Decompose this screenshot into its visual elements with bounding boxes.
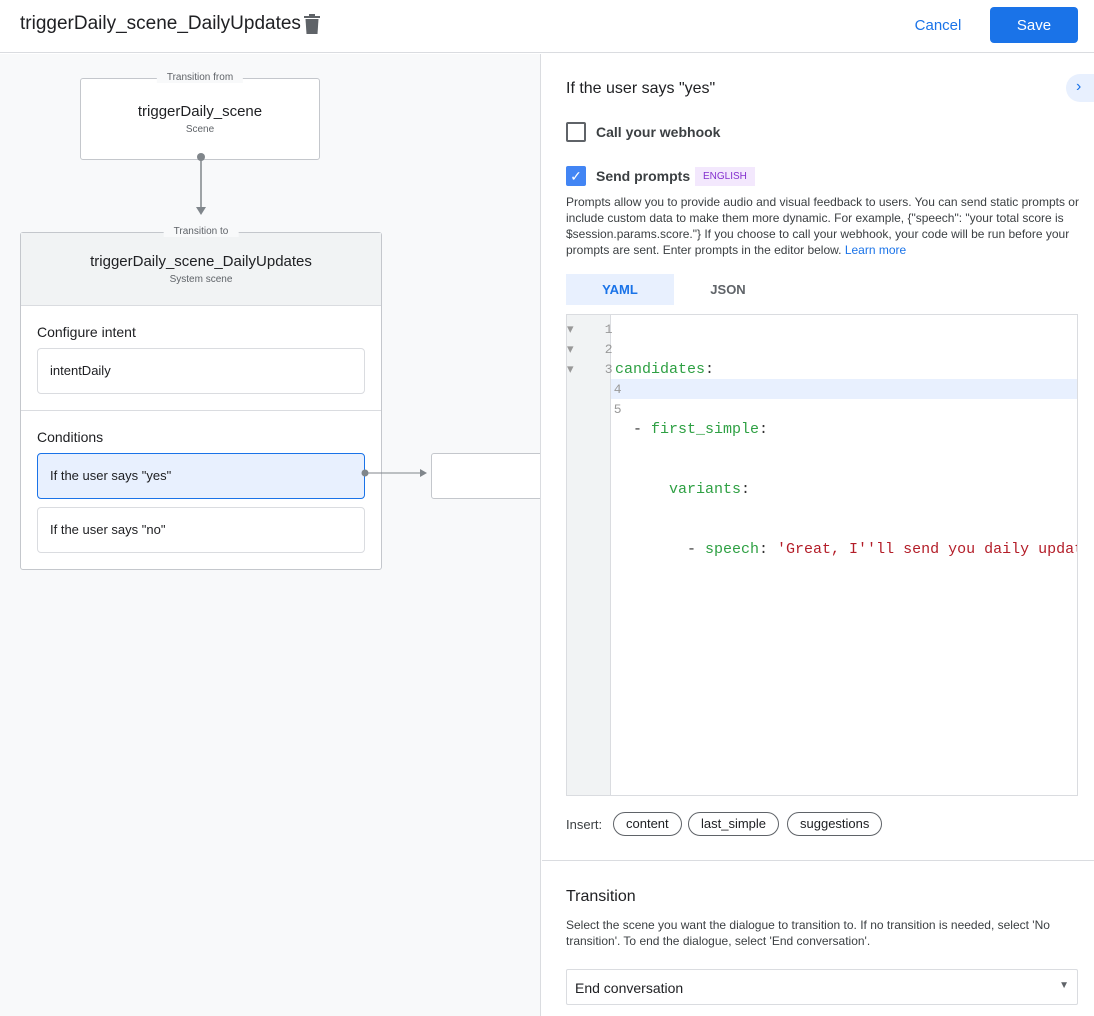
transition-arrow <box>196 153 206 215</box>
from-scene-type: Scene <box>185 124 215 135</box>
code-content[interactable]: candidates: - first_simple: variants: - … <box>615 320 1078 660</box>
save-button[interactable]: Save <box>990 7 1078 43</box>
transition-heading: Transition <box>566 888 636 905</box>
line-numbers: ▾ 1 ▾ 2 ▾ 3 4 5 <box>567 322 622 417</box>
code-editor[interactable]: ▾ 1 ▾ 2 ▾ 3 4 5 candidates: - first_simp… <box>566 314 1078 796</box>
insert-chip-content[interactable]: content <box>613 812 682 836</box>
description-text: Prompts allow you to provide audio and v… <box>566 195 1079 257</box>
to-scene-name: triggerDaily_scene_DailyUpdates <box>90 253 312 270</box>
code-line-4: - speech: 'Great, I''ll send you daily u… <box>615 541 1078 558</box>
dropdown-arrow-icon: ▼ <box>1059 980 1069 991</box>
tab-json[interactable]: JSON <box>710 282 746 297</box>
page-title: triggerDaily_scene_DailyUpdates <box>20 13 301 34</box>
condition-arrow <box>361 469 427 477</box>
configure-intent-section: Configure intent intentDaily <box>21 306 381 411</box>
fold-icon[interactable]: ▾ <box>567 342 574 357</box>
flow-canvas: Transition from triggerDaily_scene Scene… <box>0 54 541 1016</box>
conditions-heading: Conditions <box>37 429 104 445</box>
code-line-3: variants: <box>669 481 751 498</box>
condition-yes[interactable]: If the user says "yes" <box>37 453 365 499</box>
webhook-checkbox[interactable] <box>566 122 586 142</box>
cancel-button[interactable]: Cancel <box>905 8 971 42</box>
prompts-description: Prompts allow you to provide audio and v… <box>566 194 1080 258</box>
configure-intent-heading: Configure intent <box>37 324 136 340</box>
learn-more-link[interactable]: Learn more <box>844 243 907 257</box>
panel-heading: If the user says "yes" <box>566 80 716 97</box>
transition-from-legend: Transition from <box>156 72 244 83</box>
scene-header[interactable]: Transition to triggerDaily_scene_DailyUp… <box>21 226 381 306</box>
transition-select-value: End conversation <box>575 980 684 996</box>
divider <box>542 860 1094 861</box>
condition-panel: › If the user says "yes" Call your webho… <box>542 54 1094 1016</box>
editor-gutter <box>567 315 611 795</box>
insert-chip-last-simple[interactable]: last_simple <box>688 812 780 836</box>
from-scene-name: triggerDaily_scene <box>137 103 263 120</box>
tab-yaml[interactable]: YAML <box>566 274 674 305</box>
trash-icon[interactable] <box>304 14 320 34</box>
fold-icon[interactable]: ▾ <box>567 322 574 337</box>
collapse-panel-chevron-icon[interactable]: › <box>1066 74 1094 102</box>
insert-chip-suggestions[interactable]: suggestions <box>787 812 883 836</box>
language-badge: ENGLISH <box>695 167 755 186</box>
send-prompts-label: Send prompts <box>596 168 691 184</box>
transition-to-card: Transition to triggerDaily_scene_DailyUp… <box>20 226 382 570</box>
send-prompts-checkbox-check-icon[interactable]: ✓ <box>566 166 586 186</box>
transition-select[interactable]: End conversation ▼ <box>566 969 1078 1005</box>
code-line-5 <box>615 600 1077 620</box>
code-line-2: - first_simple: <box>615 421 769 438</box>
insert-label: Insert: <box>566 817 603 832</box>
header: triggerDaily_scene_DailyUpdates Cancel S… <box>0 0 1094 53</box>
empty-target-card[interactable] <box>431 453 540 499</box>
to-scene-type: System scene <box>169 274 233 285</box>
fold-icon[interactable]: ▾ <box>567 362 574 377</box>
condition-no[interactable]: If the user says "no" <box>37 507 365 553</box>
conditions-section: Conditions If the user says "yes" If the… <box>21 411 381 569</box>
active-line-highlight <box>611 379 1077 399</box>
transition-from-card[interactable]: Transition from triggerDaily_scene Scene <box>80 72 320 160</box>
transition-description: Select the scene you want the dialogue t… <box>566 918 1050 948</box>
code-line-1: candidates: <box>615 361 715 378</box>
webhook-label: Call your webhook <box>596 124 721 140</box>
intent-item[interactable]: intentDaily <box>37 348 365 394</box>
transition-to-legend: Transition to <box>163 226 239 237</box>
